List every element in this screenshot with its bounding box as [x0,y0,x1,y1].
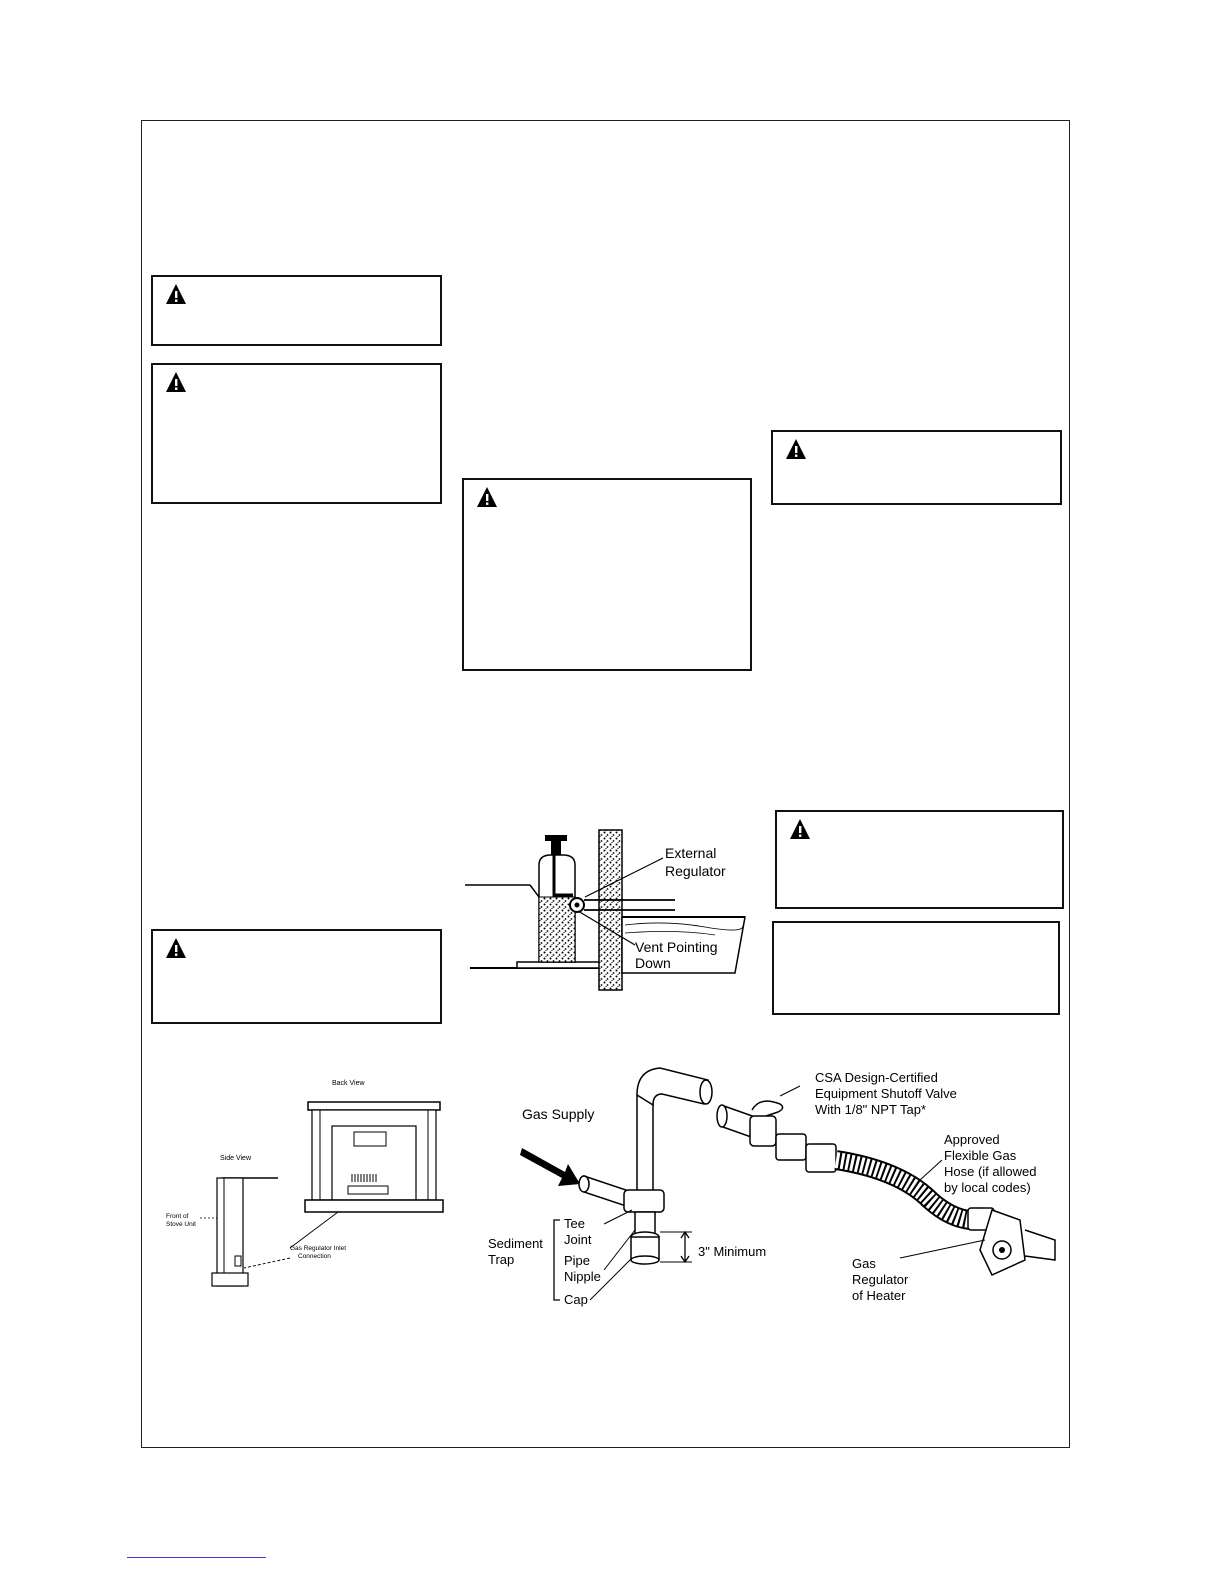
flex-hose-label: Approved [944,1132,1000,1147]
front-of-stove-label: Front of [166,1213,189,1220]
warning-box-4 [771,430,1062,505]
tee-joint-label-2: Joint [564,1232,592,1247]
warning-box-1 [151,275,442,346]
warning-triangle-icon [786,439,806,459]
gas-regulator-label-2: Regulator [852,1272,909,1287]
gas-regulator-label-3: of Heater [852,1288,906,1303]
flex-hose-label-2: Flexible Gas [944,1148,1017,1163]
pipe-nipple-label: Pipe [564,1253,590,1268]
warning-triangle-icon [166,372,186,392]
page-frame [141,120,1070,1448]
external-regulator-label: External [665,845,716,861]
pipe-nipple-label-2: Nipple [564,1269,601,1284]
shutoff-valve-label-3: With 1/8" NPT Tap* [815,1102,926,1117]
flex-hose-label-3: Hose (if allowed [944,1164,1037,1179]
footer-link-underline [127,1557,266,1558]
sediment-trap-label-2: Trap [488,1252,514,1267]
shutoff-valve-label: CSA Design-Certified [815,1070,938,1085]
front-of-stove-label-2: Stove Unit [166,1221,196,1228]
stove-views-figure: Back View Side View Front of Stove Unit … [166,1080,444,1287]
inlet-label: Gas Regulator Inlet [290,1245,346,1252]
sediment-trap-figure: Gas Supply 3" Minimum Sediment Trap Tee … [488,1067,1056,1307]
notice-box [772,921,1060,1015]
gas-regulator-label: Gas [852,1256,876,1271]
warning-triangle-icon [166,284,186,304]
cap-label: Cap [564,1292,588,1307]
tee-joint-label: Tee [564,1216,585,1231]
flex-hose-label-4: by local codes) [944,1180,1031,1195]
warning-box-3 [462,478,752,671]
gas-supply-label: Gas Supply [522,1106,594,1122]
warning-box-2 [151,363,442,504]
external-regulator-label-2: Regulator [665,863,726,879]
side-view-label: Side View [220,1155,252,1162]
back-view-label: Back View [332,1080,365,1087]
external-regulator-figure: External Regulator Vent Pointing Down [465,829,746,991]
minimum-label: 3" Minimum [698,1244,766,1259]
warning-box-5 [775,810,1064,909]
warning-triangle-icon [477,487,497,507]
inlet-label-2: Connection [298,1253,331,1260]
sediment-trap-label: Sediment [488,1236,543,1251]
vent-label-2: Down [635,955,671,971]
vent-label: Vent Pointing [635,939,718,955]
warning-triangle-icon [166,938,186,958]
warning-triangle-icon [790,819,810,839]
shutoff-valve-label-2: Equipment Shutoff Valve [815,1086,957,1101]
warning-box-6 [151,929,442,1024]
